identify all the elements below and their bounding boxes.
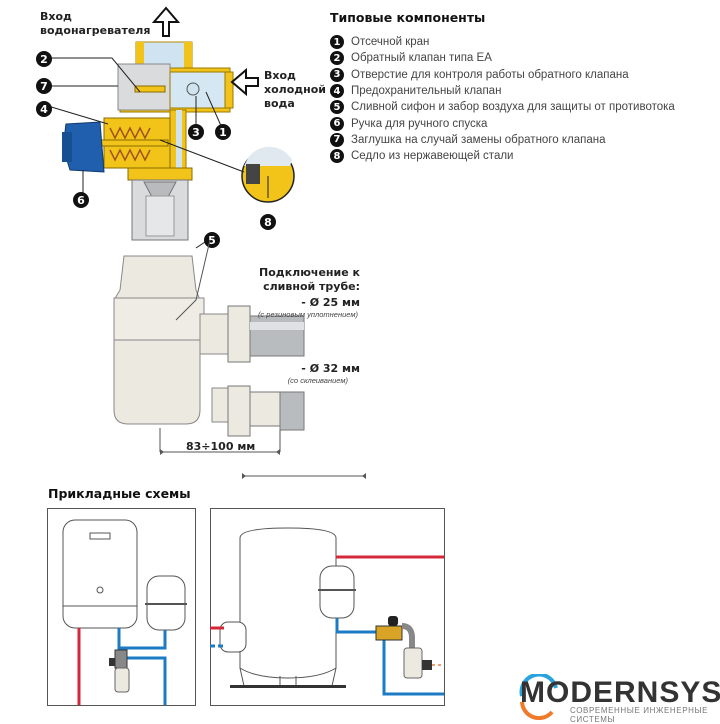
legend-item: 4 Предохранительный клапан	[330, 83, 675, 99]
cold-pipe	[335, 618, 444, 696]
cold-inlet-label-line1: Вход	[264, 69, 296, 82]
schemes-title: Прикладные схемы	[48, 486, 191, 501]
siphon-unit	[114, 667, 130, 693]
number-badge-icon: 4	[330, 84, 344, 99]
water-heater-unit	[62, 519, 138, 629]
cold-inlet-label-line2: холодной	[264, 83, 327, 96]
number-badge-icon: 2	[330, 51, 344, 66]
legend-item: 3 Отверстие для контроля работы обратного…	[330, 67, 675, 83]
number-badge-icon: 5	[330, 100, 344, 115]
legend-item-label: Обратный клапан типа EA	[351, 52, 492, 65]
callout-4: 4	[36, 101, 52, 117]
heater-inlet-label-line2: водонагревателя	[40, 24, 151, 37]
number-badge-icon: 6	[330, 116, 344, 131]
drain-connection-title: Подключение к сливной трубе:	[259, 266, 360, 294]
drain-connection-title-line1: Подключение к	[259, 266, 360, 279]
expansion-tank	[319, 565, 355, 619]
pipe-32mm	[279, 391, 305, 431]
outlet-arrow-icon	[151, 6, 181, 37]
callout-2: 2	[36, 51, 52, 67]
legend-item-label: Предохранительный клапан	[351, 85, 502, 98]
legend-item-label: Заглушка на случай замены обратного клап…	[351, 133, 606, 146]
cold-inlet-label-line3: вода	[264, 97, 295, 110]
legend-item: 1 Отсечной кран	[330, 34, 675, 50]
option-32mm: - Ø 32 мм	[301, 362, 360, 375]
callout-8: 8	[260, 214, 276, 230]
option-25mm-note: (с резиновым уплотнением)	[257, 310, 358, 319]
legend-item: 7 Заглушка на случай замены обратного кла…	[330, 132, 675, 148]
callout-7: 7	[36, 78, 52, 94]
cold-inlet-label: Вход холодной вода	[264, 69, 326, 111]
scheme-boiler	[210, 508, 445, 706]
callout-5: 5	[204, 232, 220, 248]
option-32mm-note: (со склеиванием)	[287, 376, 348, 385]
brand-tagline: СОВРЕМЕННЫЕ ИНЖЕНЕРНЫЕ СИСТЕМЫ	[570, 706, 709, 724]
siphon-unit	[403, 647, 423, 679]
legend-item-label: Отверстие для контроля работы обратного …	[351, 68, 629, 81]
option-25mm: - Ø 25 мм	[301, 296, 360, 309]
inlet-arrow-icon	[230, 67, 259, 97]
logo-arc-icon	[519, 674, 558, 720]
heater-inlet-label-line1: Вход	[40, 10, 72, 23]
number-badge-icon: 8	[330, 149, 344, 164]
callout-6: 6	[73, 192, 89, 208]
legend-item: 8 Седло из нержавеющей стали	[330, 148, 675, 164]
number-badge-icon: 7	[330, 132, 344, 147]
callout-1: 1	[215, 124, 231, 140]
heater-inlet-label: Вход водонагревателя	[40, 10, 150, 38]
number-badge-icon: 3	[330, 67, 344, 82]
drain-connection-title-line2: сливной трубе:	[263, 280, 360, 293]
legend-item-label: Ручка для ручного спуска	[351, 117, 488, 130]
legend-item: 5 Сливной сифон и забор воздуха для защит…	[330, 99, 675, 115]
callout-3: 3	[188, 124, 204, 140]
dimension-label: 83÷100 мм	[186, 440, 256, 453]
siphon-drawing	[113, 240, 366, 479]
legend-item-label: Отсечной кран	[351, 36, 430, 49]
legend-item: 2 Обратный клапан типа EA	[330, 50, 675, 66]
number-badge-icon: 1	[330, 35, 344, 50]
legend-item-label: Седло из нержавеющей стали	[351, 150, 514, 163]
scheme-wall-heater	[47, 508, 196, 706]
brand-logo: MODERNSYS	[520, 676, 720, 709]
legend-title: Типовые компоненты	[330, 10, 486, 25]
valve-cutaway-drawing	[47, 6, 295, 249]
legend-item-label: Сливной сифон и забор воздуха для защиты…	[351, 101, 675, 114]
legend-item: 6 Ручка для ручного спуска	[330, 115, 675, 131]
